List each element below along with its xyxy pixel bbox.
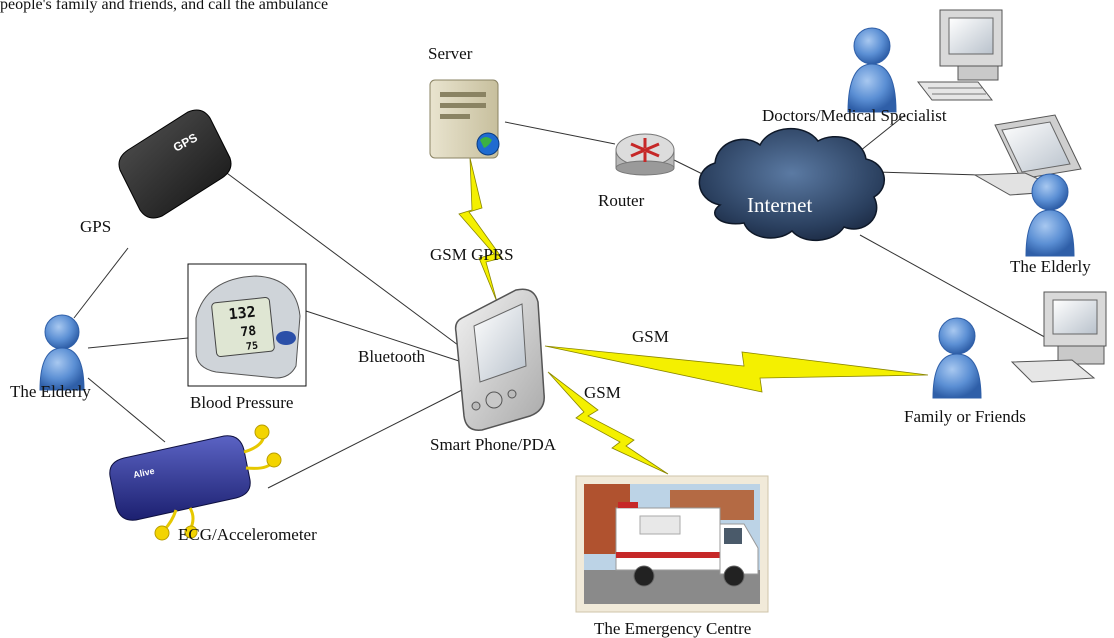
ambulance-icon [575,475,769,613]
cloud-icon [698,127,885,242]
elderly-right-label: The Elderly [1010,257,1091,276]
person-icon-elderly-left [39,314,85,391]
phone-label: Smart Phone/PDA [430,435,557,454]
lightning-phone-ambulance [547,371,669,475]
laptop-icon [973,114,1082,196]
link-gsm-emergency-label: GSM [584,383,621,402]
line-ecg-phone [267,389,463,489]
line-server-router [504,121,616,145]
line-gps-phone [211,161,463,349]
blood-pressure-monitor-icon: 132 78 75 [187,263,307,387]
line-internet-family-pc [859,234,1051,341]
bp-reading-pulse: 75 [246,341,259,353]
line-internet-doctors [854,114,906,156]
ambulance-label: The Emergency Centre [594,619,752,638]
ecg-label: ECG/Accelerometer [178,525,317,544]
bp-reading-systolic: 132 [228,303,257,324]
smartphone-pda-icon [454,288,545,431]
gps-label: GPS [80,217,112,236]
ecg-device-text: Alive [132,466,155,480]
lightning-server-phone [458,157,503,303]
link-gsm-gprs-label: GSM GPRS [430,245,514,264]
line-bp-phone [305,310,463,363]
server-icon [429,79,500,159]
server-label: Server [428,44,473,63]
bp-reading-diastolic: 78 [240,324,257,341]
line-elderly-ecg [87,377,166,443]
link-gsm-family-label: GSM [632,327,669,346]
internet-label: Internet [747,193,813,217]
figure-caption: people's family and friends, and call th… [0,0,329,13]
router-label: Router [598,191,645,210]
lightning-phone-family [544,345,929,393]
person-icon-doctor [847,27,897,113]
person-icon-family [932,317,982,399]
router-icon [615,133,675,176]
line-elderly-gps [73,247,129,319]
desktop-computer-icon-doctor [916,9,1003,101]
blood-pressure-label: Blood Pressure [190,393,294,412]
desktop-computer-icon-family [1010,291,1107,383]
gps-device-icon: GPS [118,109,232,219]
family-label: Family or Friends [904,407,1026,426]
person-icon-elderly-right [1025,173,1075,257]
link-bluetooth-label: Bluetooth [358,347,426,366]
elderly-left-label: The Elderly [10,382,91,401]
line-elderly-bp [87,337,189,349]
doctors-label: Doctors/Medical Specialist [762,106,947,125]
ecg-device-icon: Alive [109,424,282,541]
line-internet-laptop [874,171,981,176]
connection-lines [73,114,1051,489]
